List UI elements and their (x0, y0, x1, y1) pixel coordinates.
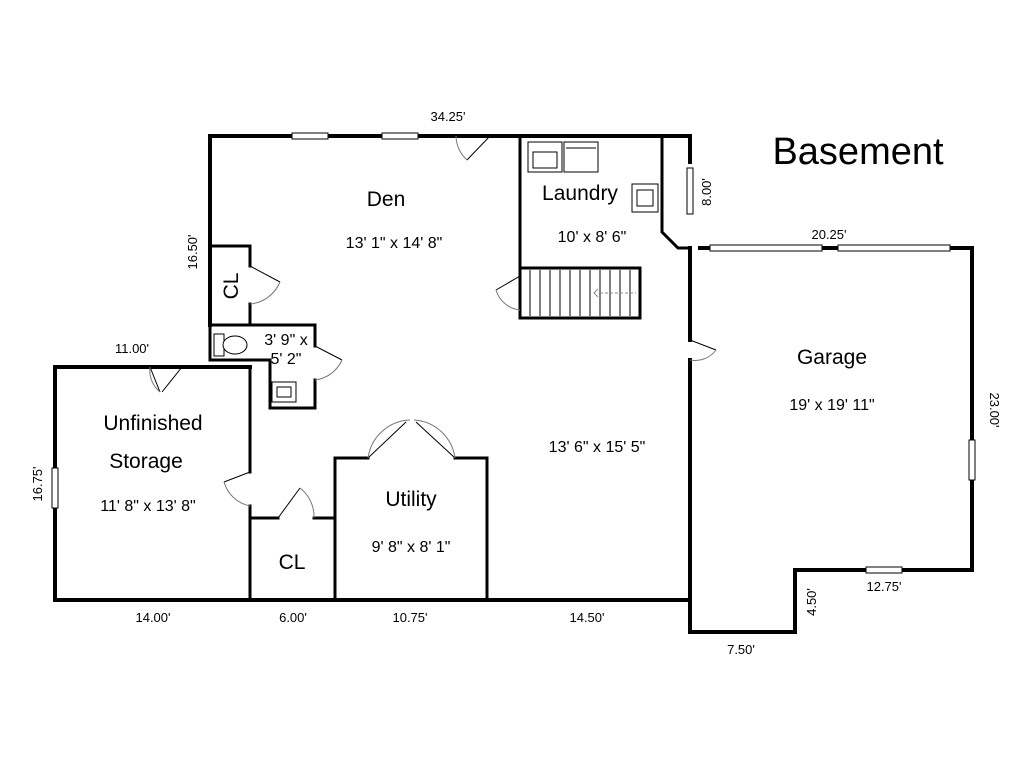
room-size-storage: 11' 8" x 13' 8" (100, 498, 195, 515)
dim-garage-top: 20.25' (811, 227, 846, 242)
doors (149, 135, 717, 519)
interior-walls (208, 134, 692, 602)
dim-top: 34.25' (430, 109, 465, 124)
bath-fixtures (213, 333, 297, 403)
room-size-main-area: 13' 6" x 15' 5" (549, 439, 646, 456)
room-size-bath-line2: 5' 2" (271, 351, 302, 368)
plan-title: Basement (772, 131, 944, 173)
dim-bottom-closet: 6.00' (279, 610, 307, 625)
room-size-garage: 19' x 19' 11" (789, 397, 874, 414)
room-name-closet-lower: CL (279, 551, 306, 574)
room-name-utility: Utility (385, 488, 437, 511)
dim-garage-right: 23.00' (987, 392, 1002, 427)
exterior-walls (53, 134, 974, 634)
dim-bottom-storage: 14.00' (135, 610, 170, 625)
dim-storage-top: 11.00' (115, 341, 149, 356)
dim-laundry-right: 8.00' (699, 178, 714, 206)
room-name-laundry: Laundry (542, 182, 618, 205)
room-name-storage-line1: Unfinished (103, 412, 202, 435)
room-size-den: 13' 1" x 14' 8" (346, 235, 443, 252)
room-name-storage-line2: Storage (109, 450, 183, 473)
dim-garage-notch-height: 4.50' (804, 588, 819, 616)
room-name-den: Den (367, 188, 406, 211)
dim-storage-left: 16.75' (30, 466, 45, 501)
room-size-utility: 9' 8" x 8' 1" (372, 539, 451, 556)
room-size-laundry: 10' x 8' 6" (558, 229, 627, 246)
dim-bottom-utility: 10.75' (392, 610, 427, 625)
room-name-closet-upper: CL (220, 273, 243, 300)
dim-garage-notch-width: 7.50' (727, 642, 755, 657)
dim-bottom-main: 14.50' (569, 610, 604, 625)
room-size-bath-line1: 3' 9" x (264, 332, 307, 349)
dim-den-left: 16.50' (185, 234, 200, 269)
dim-garage-bottom: 12.75' (866, 579, 901, 594)
windows (51, 132, 976, 574)
room-name-garage: Garage (797, 346, 867, 369)
laundry-fixtures (527, 141, 659, 213)
stairs (529, 270, 636, 316)
